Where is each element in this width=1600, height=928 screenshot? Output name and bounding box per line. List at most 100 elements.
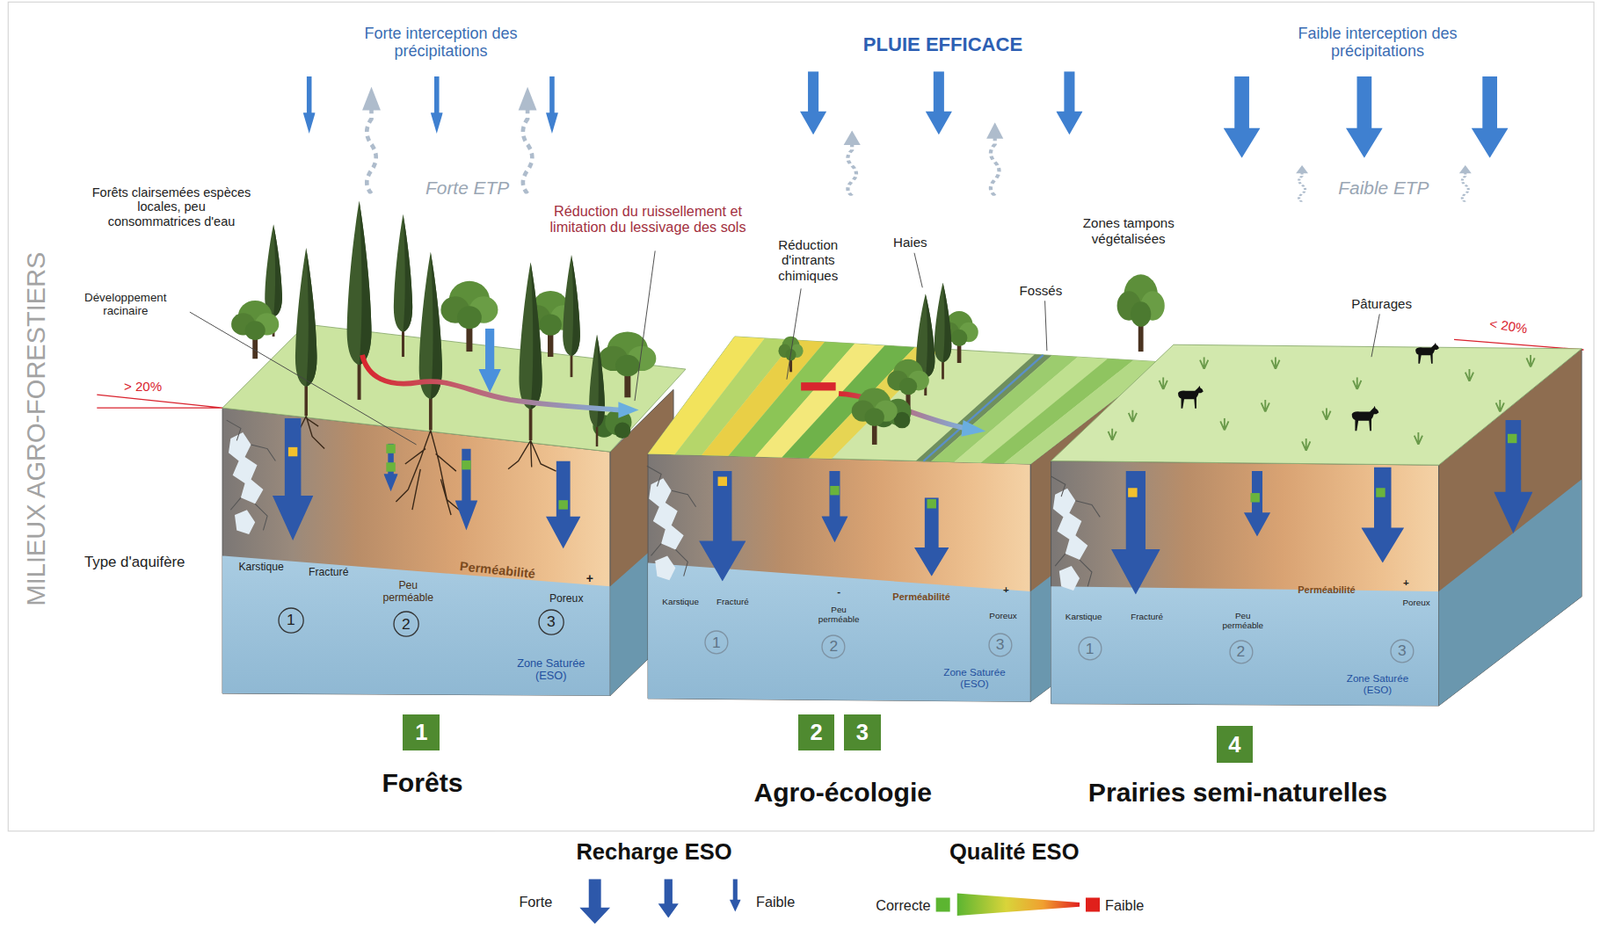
number-text: 1 [712, 635, 721, 651]
number-circle [278, 608, 304, 633]
legend-item: Faible [756, 894, 795, 911]
aquifer-number: 3 [1389, 639, 1415, 664]
forest-block [222, 407, 611, 696]
goat [1352, 406, 1380, 431]
etp-arrow [843, 130, 861, 197]
quality-square [385, 462, 395, 472]
number-circle [1390, 640, 1414, 663]
recharge-arrow [1360, 466, 1404, 563]
permeability-label: Perméabilité [459, 559, 538, 582]
aquifer-type: Peu perméable [813, 603, 865, 625]
grassland-block [1051, 586, 1440, 706]
recharge-arrow [821, 471, 848, 543]
grass-tuft [1271, 356, 1280, 370]
rain-arrow [1471, 76, 1509, 159]
etp-arrow [362, 87, 1472, 203]
infiltration-arrow [478, 328, 502, 393]
hedge [934, 282, 953, 379]
number-text: 2 [809, 721, 822, 745]
axis-label: Type d'aquifère [84, 553, 186, 571]
callout: Pâturages [1351, 296, 1412, 312]
side-title: MILIEUX AGRO-FORESTIERS [21, 251, 51, 606]
permeability-sign: - [836, 586, 841, 598]
callout: Faible interception des précipitations [1283, 24, 1473, 61]
grass-tuft [1526, 355, 1535, 368]
frame [7, 1, 1594, 831]
permeability-label: Perméabilité [1297, 584, 1356, 597]
number-text: 1 [1085, 641, 1095, 657]
legend-item: Forte [518, 894, 553, 911]
leader-line [1045, 300, 1048, 351]
permeability-label: Perméabilité [892, 591, 951, 604]
input-mark [800, 382, 836, 391]
roots [285, 415, 557, 516]
goat [1178, 342, 1440, 431]
recharge-arrow [272, 418, 313, 541]
zone-label: Zone Saturée (ESO) [936, 665, 1013, 690]
forest-block [222, 555, 611, 696]
grassland-block [1051, 342, 1583, 706]
zone-label: Zone Saturée (ESO) [509, 657, 592, 684]
legend-sample [579, 879, 1080, 924]
tree [518, 261, 542, 441]
legend-ground [494, 832, 1164, 928]
leader-line [634, 250, 655, 401]
rain-arrow [303, 71, 1509, 159]
recharge-arrow [1243, 471, 1271, 537]
legend-text: Faible [756, 894, 795, 911]
grassland-block [1051, 344, 1583, 466]
legend-sample [579, 879, 611, 924]
legend-text: Correcte [875, 896, 931, 914]
panel-title: Agro-écologie [753, 778, 932, 809]
aquifer-type: Peu perméable [1217, 610, 1269, 631]
number-circle [705, 631, 728, 655]
roots [395, 430, 459, 516]
callout: Forte interception des précipitations [351, 24, 531, 61]
aquifer-type: Poreux [549, 592, 584, 605]
legend-sample [658, 879, 679, 918]
leader-line [1371, 313, 1380, 357]
slope-label: < 20% [1488, 316, 1528, 337]
panel-number: 4 [1216, 726, 1254, 764]
aquifer-type: Poreux [989, 610, 1017, 621]
aquifer-number: 1 [704, 630, 729, 655]
rain-arrow [1345, 76, 1383, 159]
grass-tuft [1414, 432, 1423, 445]
number-text: 4 [1228, 734, 1241, 757]
legend-text: Faible [1105, 896, 1144, 914]
recharge-arrow [1111, 471, 1161, 595]
recharge-arrow [698, 471, 746, 582]
number-text: 2 [401, 617, 411, 633]
callout: Faible ETP [1338, 177, 1429, 199]
recharge-arrow [1493, 420, 1533, 534]
panel-number: 1 [402, 714, 440, 752]
aquifer-number: 1 [1077, 636, 1103, 662]
number-circle [538, 610, 564, 635]
callout: Haies [893, 235, 928, 251]
grass-tuft [1128, 409, 1137, 422]
legend-sample [729, 879, 742, 912]
aquifer-type: Peu perméable [377, 579, 439, 604]
panel-number: 3 [843, 714, 881, 752]
legend-text: Forte [518, 894, 553, 911]
aquifer-number: 2 [1229, 640, 1254, 665]
quality-square [288, 447, 298, 457]
legend-item: Correcte [875, 896, 950, 914]
etp-arrow [518, 87, 538, 195]
rain-arrow [925, 71, 953, 135]
legend-sample [957, 894, 1080, 917]
aquifer-type: Karstique [238, 560, 284, 574]
callout: Réduction du ruissellement et limitation… [543, 203, 753, 236]
forest-block [226, 420, 277, 535]
recharge-arrow [455, 449, 479, 531]
grass-tuft [1261, 400, 1270, 413]
number-circle [821, 635, 845, 659]
roots [508, 440, 557, 472]
aquifer-type: Fracturé [1130, 612, 1164, 623]
leader-line [914, 253, 923, 288]
grassland-block [1051, 476, 1101, 591]
quality-square [1507, 434, 1517, 444]
tree [393, 214, 413, 357]
aquifer-number: 2 [392, 610, 420, 638]
callout: Forêts clairsemées espèces locales, peu … [89, 185, 254, 230]
